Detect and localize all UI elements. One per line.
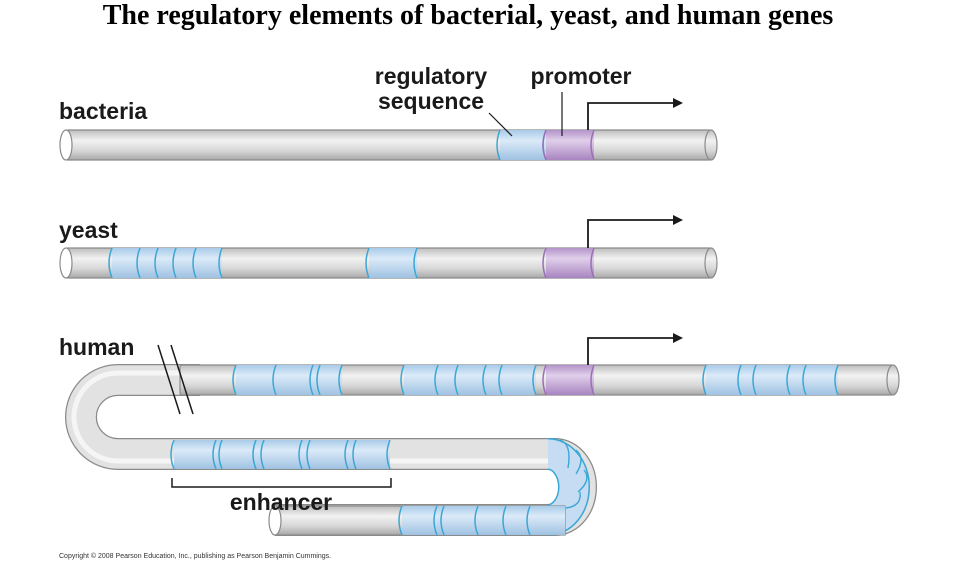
human-break-mark-1: [157, 344, 181, 415]
regulatory-callout-line: [488, 112, 513, 137]
bacteria-gene: bacteria regulatory sequence promoter: [59, 63, 718, 161]
human-regulatory-cluster-2: [404, 365, 536, 395]
page-title: The regulatory elements of bacterial, ye…: [103, 0, 834, 31]
human-regulatory-cluster-4: [402, 506, 565, 535]
bacteria-transcription-arrow: [587, 98, 683, 130]
human-label: human: [59, 334, 134, 360]
bacteria-regulatory-sequence: [500, 130, 546, 160]
human-enhancer-region: [174, 440, 390, 469]
bacteria-label: bacteria: [59, 98, 147, 124]
copyright-text: Copyright © 2008 Pearson Education, Inc.…: [59, 552, 331, 560]
human-break-mark-2: [170, 344, 194, 415]
yeast-promoter: [546, 248, 594, 278]
enhancer-label: enhancer: [230, 489, 332, 515]
bacteria-promoter: [546, 130, 594, 160]
yeast-label: yeast: [59, 217, 118, 243]
yeast-gene: yeast: [59, 215, 718, 279]
enhancer-bracket: [171, 478, 392, 488]
yeast-regulatory-cluster: [112, 248, 222, 278]
yeast-regulatory-sequence: [369, 248, 417, 278]
human-promoter: [546, 365, 594, 395]
yeast-transcription-arrow: [587, 215, 683, 248]
human-gene: human: [59, 333, 900, 536]
human-transcription-arrow: [587, 333, 683, 365]
human-regulatory-cluster-3: [706, 365, 838, 395]
promoter-label: promoter: [531, 63, 632, 89]
human-regulatory-cluster-1: [236, 365, 342, 395]
regulatory-sequence-label-line2: sequence: [378, 88, 484, 114]
regulatory-sequence-label-line1: regulatory: [375, 63, 488, 89]
